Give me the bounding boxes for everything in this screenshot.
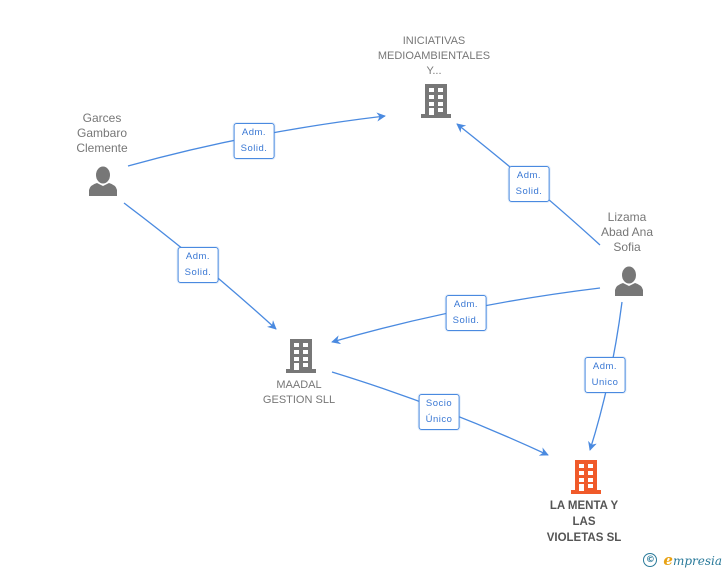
person-icon[interactable] [615,266,643,296]
edge-label-maadal-lamenta: Socio Único [418,394,460,430]
brand-rest: mpresia [672,554,722,568]
building-icon[interactable] [421,84,451,118]
brand-first-letter: e [663,551,673,569]
edge-label-lizama-lamenta: Adm. Unico [584,357,626,393]
edge-label-garces-maadal: Adm. Solid. [177,247,219,283]
edge-label-lizama-iniciativas: Adm. Solid. [508,166,550,202]
edge-label-lizama-maadal: Adm. Solid. [445,295,487,331]
node-label-lamenta[interactable]: LA MENTA Y LAS VIOLETAS SL [546,500,622,544]
node-label-lizama[interactable]: Lizama Abad Ana Sofia [600,210,654,254]
person-icon[interactable] [89,166,117,196]
footer-brand: © empresia [643,551,722,569]
building-icon-main[interactable] [571,460,601,494]
node-label-iniciativas[interactable]: INICIATIVAS MEDIOAMBIENTALES Y... [377,35,491,77]
edge-label-garces-iniciativas: Adm. Solid. [233,123,275,159]
node-label-maadal[interactable]: MAADAL GESTION SLL [262,379,336,406]
building-icon[interactable] [286,339,316,373]
empresia-logo[interactable]: empresia [663,551,722,569]
node-label-garces[interactable]: Garces Gambaro Clemente [76,111,128,155]
copyright-icon: © [643,553,658,567]
